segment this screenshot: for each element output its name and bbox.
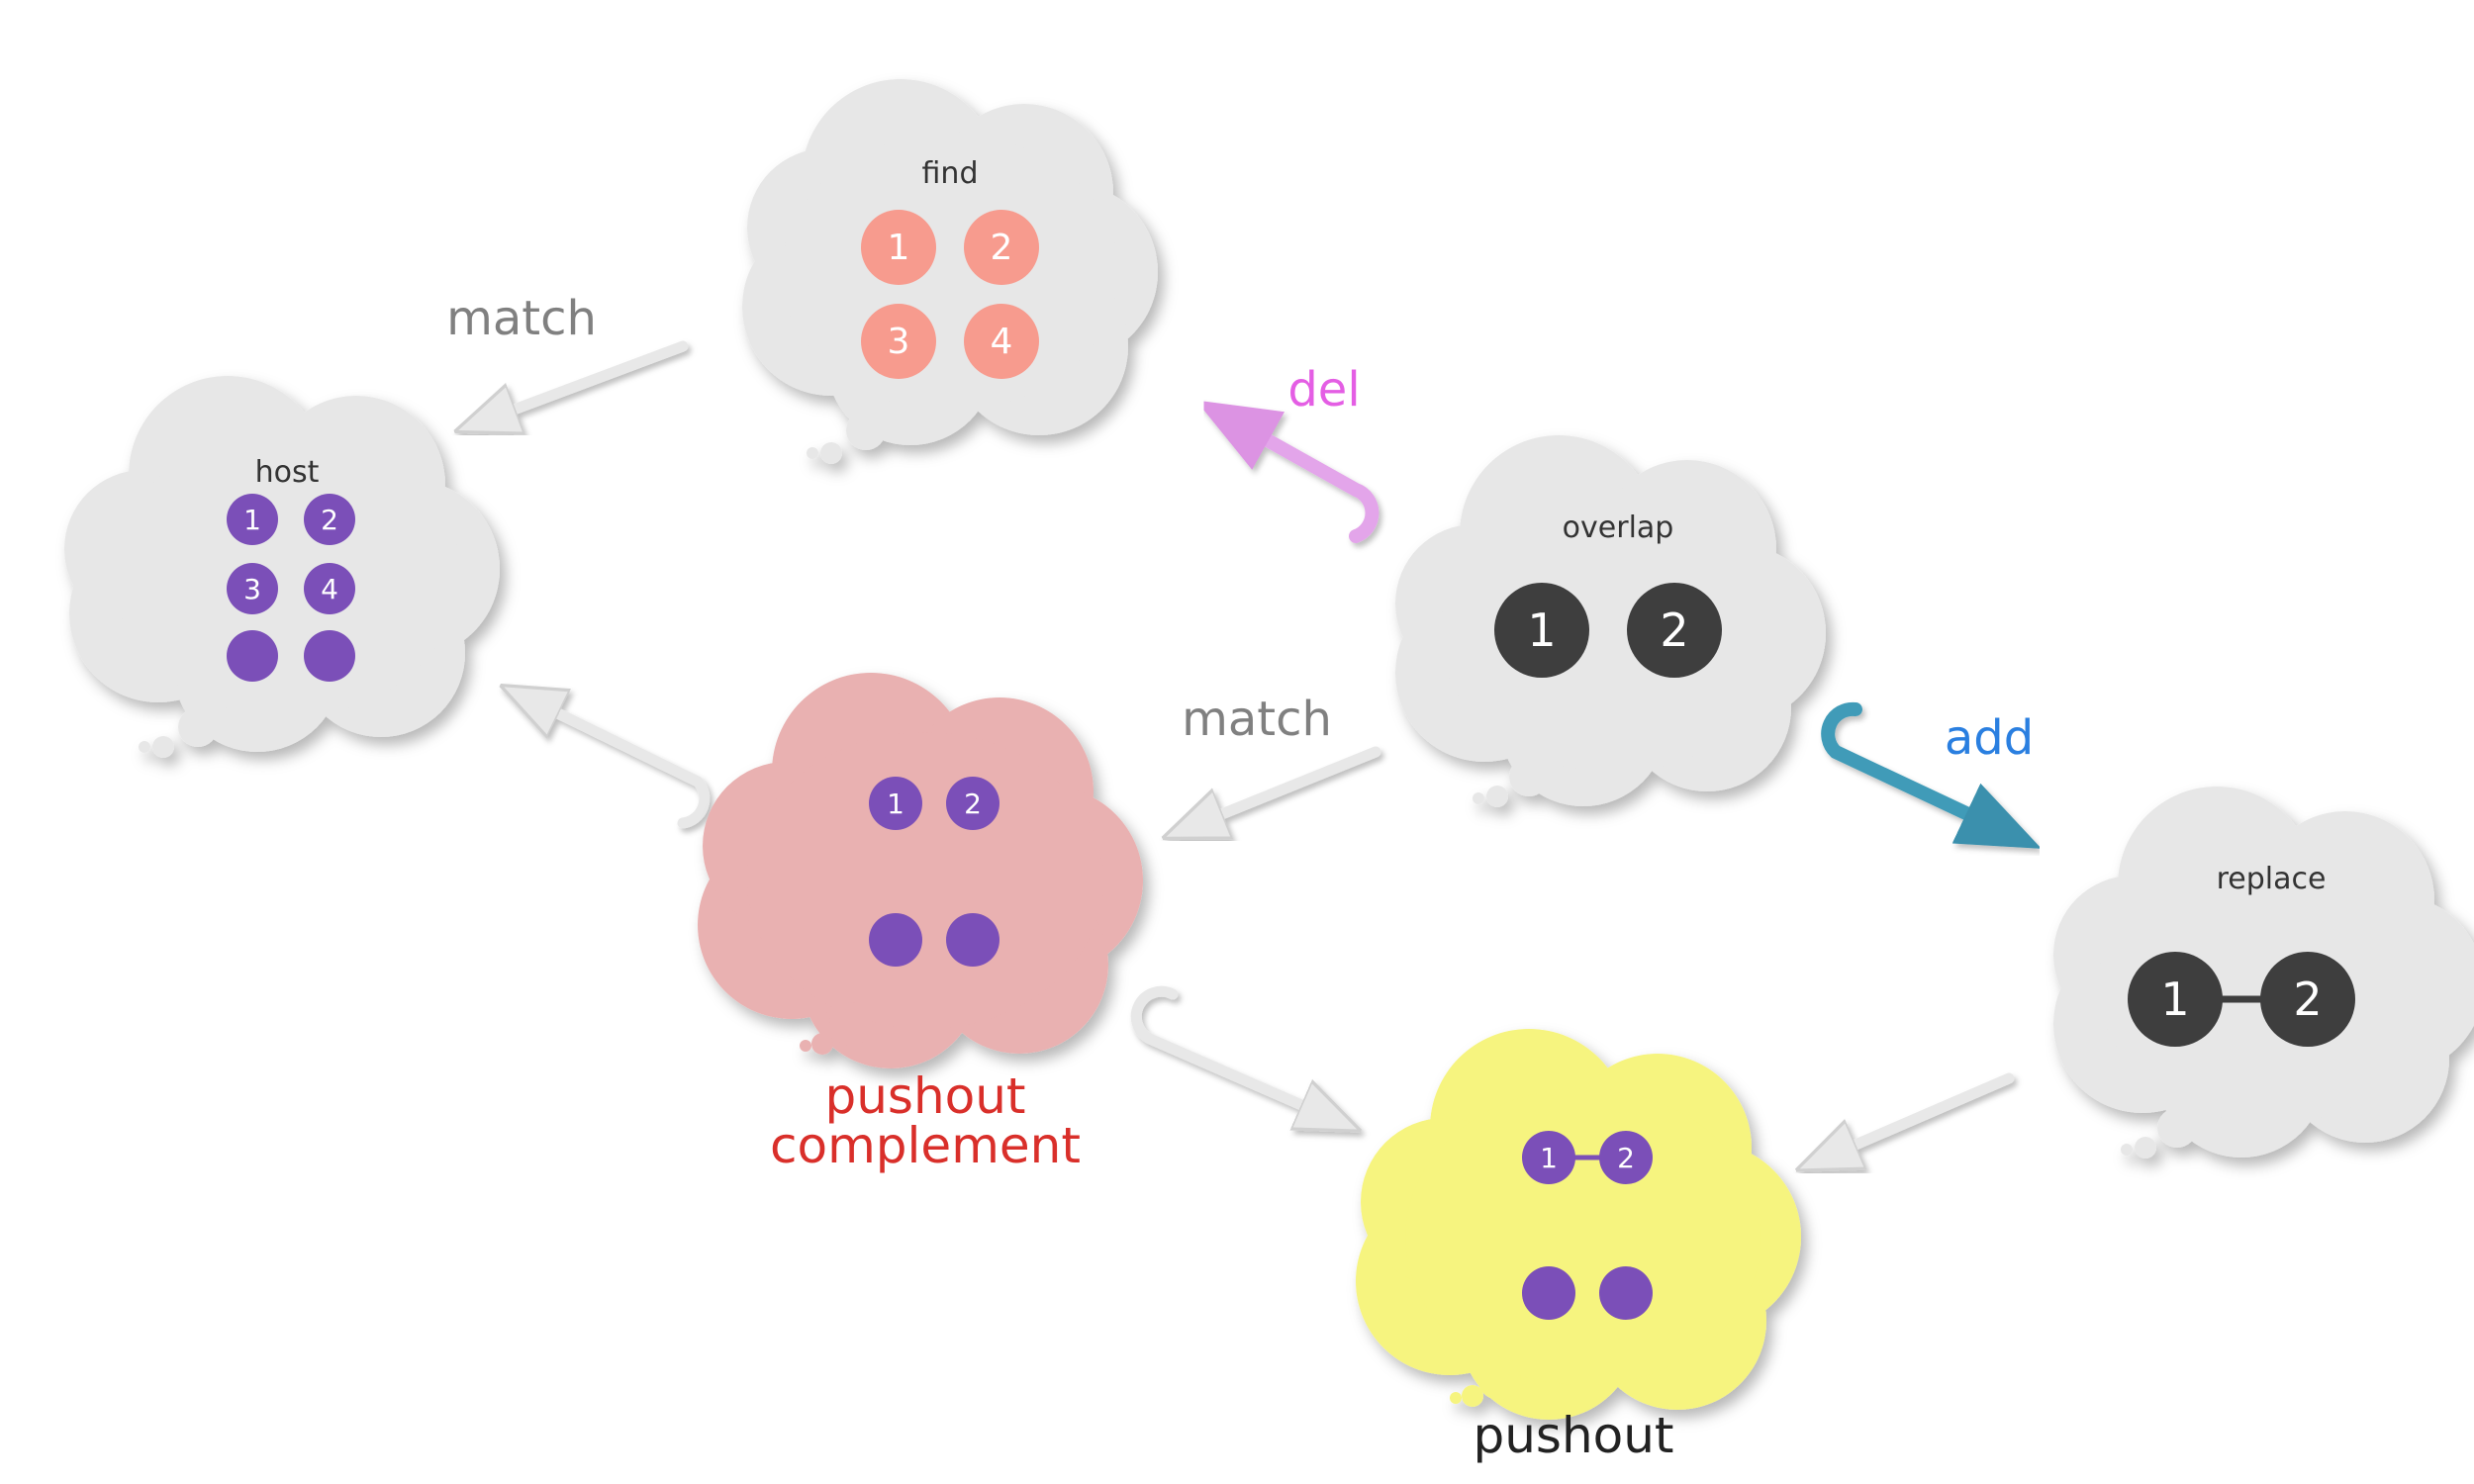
svg-text:2: 2	[2293, 973, 2322, 1026]
label-match-mid: match	[1182, 692, 1332, 747]
svg-text:2: 2	[321, 504, 338, 536]
node-1: 1	[869, 777, 922, 830]
cloud-title: replace	[2217, 862, 2327, 896]
label-add: add	[1945, 710, 2034, 766]
node-2: 2	[946, 777, 999, 830]
node-3	[1522, 1266, 1575, 1320]
node-1: 1	[227, 494, 278, 545]
node-3: 3	[227, 563, 278, 614]
svg-text:2: 2	[991, 228, 1013, 268]
svg-text:2: 2	[964, 788, 982, 820]
node-5	[227, 630, 278, 682]
node-2: 2	[304, 494, 355, 545]
svg-text:1: 1	[888, 228, 910, 268]
cloud-overlap: overlap 1 2	[1395, 435, 1826, 807]
svg-text:1: 1	[1527, 603, 1556, 657]
caption-pushout-complement-line1: pushout	[824, 1067, 1025, 1125]
label-match-top: match	[446, 291, 597, 346]
svg-text:1: 1	[243, 504, 261, 536]
label-del: del	[1287, 362, 1360, 417]
cloud-find: find 1 2 3 4	[742, 79, 1158, 464]
svg-text:1: 1	[1540, 1142, 1558, 1174]
svg-text:4: 4	[321, 573, 338, 605]
svg-text:2: 2	[1617, 1142, 1635, 1174]
svg-text:3: 3	[888, 322, 910, 362]
node-4: 4	[304, 563, 355, 614]
node-2: 2	[2260, 952, 2355, 1047]
svg-text:1: 1	[2160, 973, 2189, 1026]
cloud-title: find	[922, 156, 979, 191]
arrow-match-overlap-to-complement	[1192, 746, 1381, 826]
caption-pushout-complement-line2: complement	[770, 1117, 1081, 1174]
arrow-del	[1195, 400, 1380, 543]
node-1: 1	[1522, 1131, 1575, 1184]
node-1: 1	[2128, 952, 2223, 1047]
node-6	[304, 630, 355, 682]
node-3	[869, 913, 922, 967]
node-3: 3	[861, 304, 936, 379]
cloud-title: host	[255, 455, 320, 490]
arrow-complement-to-host	[529, 699, 711, 829]
node-1: 1	[861, 210, 936, 285]
node-4: 4	[964, 304, 1039, 379]
cloud-host: host 1 2 3 4	[64, 376, 500, 758]
caption-pushout: pushout	[1473, 1407, 1673, 1464]
svg-text:2: 2	[1660, 603, 1688, 657]
node-4	[1599, 1266, 1653, 1320]
cloud-pushout-complement: 1 2	[698, 673, 1143, 1068]
arrow-add	[1821, 701, 2043, 849]
node-2: 2	[1627, 583, 1722, 678]
arrow-replace-to-pushout	[1826, 1072, 2015, 1158]
cloud-title: overlap	[1563, 510, 1674, 545]
svg-text:1: 1	[887, 788, 904, 820]
svg-text:3: 3	[243, 573, 261, 605]
arrow-match-find-to-host	[485, 340, 689, 420]
cloud-pushout: 1 2	[1356, 1029, 1801, 1420]
node-1: 1	[1494, 583, 1589, 678]
node-2: 2	[1599, 1131, 1653, 1184]
arrow-complement-to-pushout	[1130, 985, 1331, 1118]
svg-text:4: 4	[991, 322, 1013, 362]
node-2: 2	[964, 210, 1039, 285]
node-4	[946, 913, 999, 967]
cloud-replace: replace 1 2	[2053, 787, 2474, 1159]
